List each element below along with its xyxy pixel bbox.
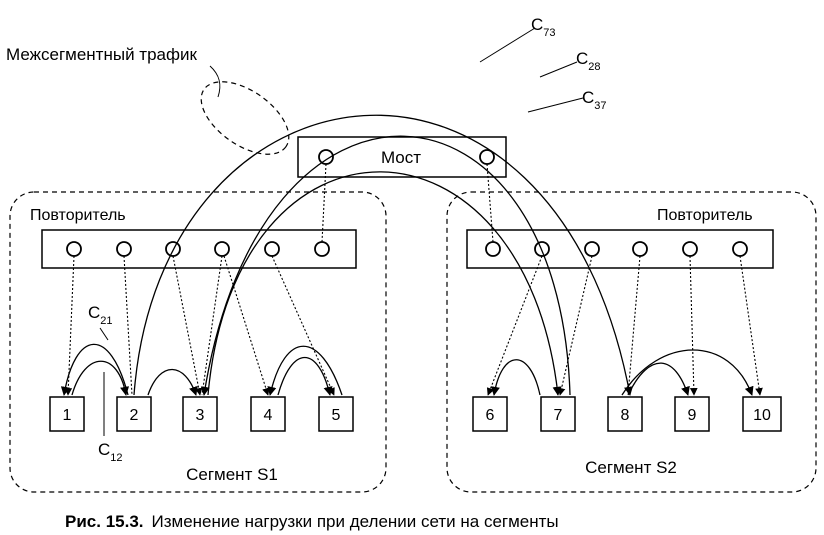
flow-arc [147, 368, 198, 396]
repeater-s1-bar [41, 229, 357, 269]
link-dotted [201, 255, 223, 396]
bridge-label: Мост [381, 148, 421, 167]
link-dotted [64, 255, 75, 396]
node-box [472, 396, 508, 432]
node-label: 7 [554, 407, 563, 424]
bridge-link-s2 [486, 163, 494, 243]
figure-caption: Рис. 15.3.Изменение нагрузки при делении… [65, 512, 559, 531]
flow-arc-c37 [207, 171, 562, 396]
link-dotted [172, 255, 203, 396]
node-box [742, 396, 782, 432]
link-dotted [123, 255, 133, 396]
repeater-s2-port [534, 241, 550, 257]
flow-label-c21: C21 [88, 303, 113, 327]
flow-arc-c28 [133, 114, 633, 396]
label-leader-c21 [99, 327, 109, 341]
intersegment-ellipse [200, 81, 290, 155]
node-label: 9 [688, 407, 697, 424]
repeater-s2-port [682, 241, 698, 257]
segment-s2-name: Сегмент S2 [585, 458, 677, 477]
node-box [250, 396, 286, 432]
flow-arc-c21 [60, 343, 129, 396]
repeater-s1-port [116, 241, 132, 257]
label-leader-c37 [527, 97, 584, 113]
bridge-link-s1 [321, 163, 327, 243]
repeater-s1-label: Повторитель [30, 207, 126, 224]
node-box [116, 396, 152, 432]
node-box [318, 396, 354, 432]
flow-arc [267, 345, 343, 396]
repeater-s2-port [732, 241, 748, 257]
link-dotted [739, 255, 763, 396]
repeater-s1-port [314, 241, 330, 257]
repeater-s1-port [66, 241, 82, 257]
node-box [49, 396, 85, 432]
flow-label-c28: C28 [576, 49, 601, 73]
node-box [540, 396, 576, 432]
node-box [182, 396, 218, 432]
node-label: 10 [753, 407, 771, 424]
flow-arc [627, 362, 690, 396]
link-dotted [557, 255, 593, 396]
flow-label-c73: C73 [531, 15, 556, 39]
repeater-s2-bar [466, 229, 774, 269]
segment-s1-name: Сегмент S1 [186, 465, 278, 484]
node-label: 4 [264, 407, 273, 424]
repeater-s1-port [214, 241, 230, 257]
flow-arc-c73 [200, 135, 571, 396]
flow-label-c12: C12 [98, 440, 123, 464]
node-label: 1 [63, 407, 72, 424]
intersegment-leader [209, 65, 221, 98]
node-box [607, 396, 643, 432]
repeater-s2-port [485, 241, 501, 257]
flow-arc [621, 349, 754, 396]
flow-label-c37: C37 [582, 88, 607, 112]
intersegment-label: Межсегментный трафик [6, 45, 197, 64]
repeater-s2-label: Повторитель [657, 207, 753, 224]
label-leader-c28 [539, 61, 578, 78]
node-label: 5 [332, 407, 341, 424]
flow-arc [490, 359, 541, 396]
node-label: 8 [621, 407, 630, 424]
link-dotted [271, 255, 335, 396]
link-dotted [627, 255, 641, 396]
segment-s1-outline [9, 191, 387, 493]
node-label: 3 [196, 407, 205, 424]
repeater-s2-port [632, 241, 648, 257]
link-dotted [223, 255, 270, 396]
flow-arc [277, 356, 333, 396]
node-box [674, 396, 710, 432]
node-label: 6 [486, 407, 495, 424]
repeater-s2-port [584, 241, 600, 257]
label-leader-c73 [479, 27, 536, 63]
link-dotted [689, 255, 698, 396]
link-dotted [486, 255, 543, 396]
node-label: 2 [130, 407, 139, 424]
repeater-s1-port [264, 241, 280, 257]
flow-arc-c12 [71, 360, 130, 396]
